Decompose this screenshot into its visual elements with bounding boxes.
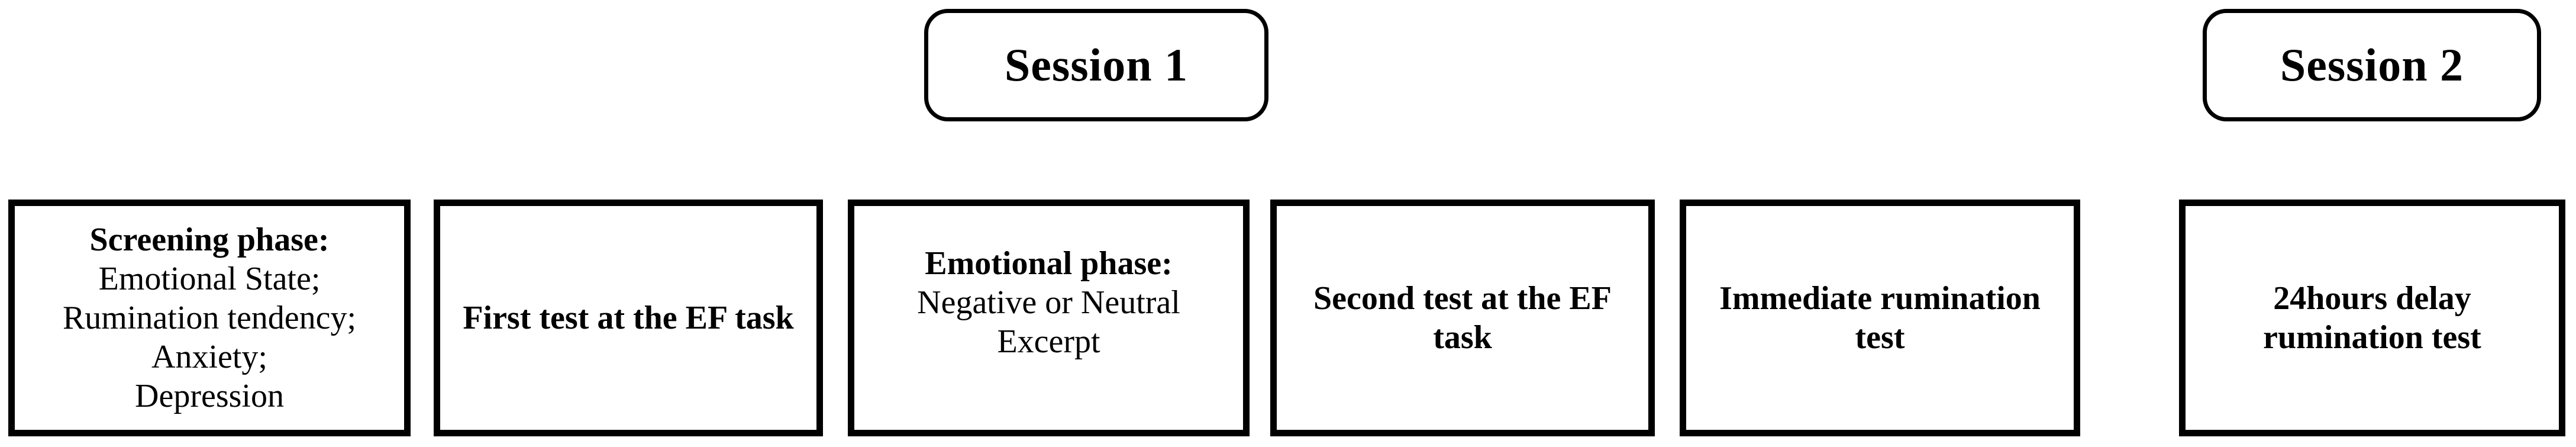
box-immediate-rumination-line: test — [1855, 319, 1905, 356]
box-emotional-phase-heading: Emotional phase: — [925, 245, 1173, 282]
session-2-label: Session 2 — [2280, 39, 2464, 91]
box-screening-phase-heading: Screening phase: — [89, 221, 330, 258]
box-emotional-phase-line: Negative or Neutral — [917, 284, 1180, 321]
box-emotional-phase: Emotional phase: Negative or Neutral Exc… — [848, 200, 1250, 436]
box-screening-phase-line: Emotional State; — [98, 261, 321, 297]
box-delayed-rumination-line: rumination test — [2263, 319, 2481, 356]
box-first-ef-test: First test at the EF task — [434, 200, 823, 436]
box-delayed-rumination-test: 24hours delay rumination test — [2179, 200, 2565, 436]
box-second-ef-test-line: Second test at the EF — [1313, 280, 1612, 317]
box-first-ef-test-label: First test at the EF task — [463, 300, 794, 336]
box-second-ef-test: Second test at the EF task — [1270, 200, 1655, 436]
box-screening-phase-line: Rumination tendency; — [62, 300, 357, 336]
box-delayed-rumination-line: 24hours delay — [2273, 280, 2471, 317]
box-screening-phase-line: Depression — [135, 378, 284, 414]
box-emotional-phase-line: Excerpt — [997, 323, 1100, 360]
box-immediate-rumination-line: Immediate rumination — [1719, 280, 2041, 317]
box-screening-phase-line: Anxiety; — [151, 339, 267, 375]
session-1-box: Session 1 — [924, 9, 1268, 121]
session-1-label: Session 1 — [1004, 39, 1189, 91]
box-screening-phase: Screening phase: Emotional State; Rumina… — [8, 200, 411, 436]
box-second-ef-test-line: task — [1433, 319, 1492, 356]
session-2-box: Session 2 — [2203, 9, 2541, 121]
box-immediate-rumination-test: Immediate rumination test — [1680, 200, 2080, 436]
